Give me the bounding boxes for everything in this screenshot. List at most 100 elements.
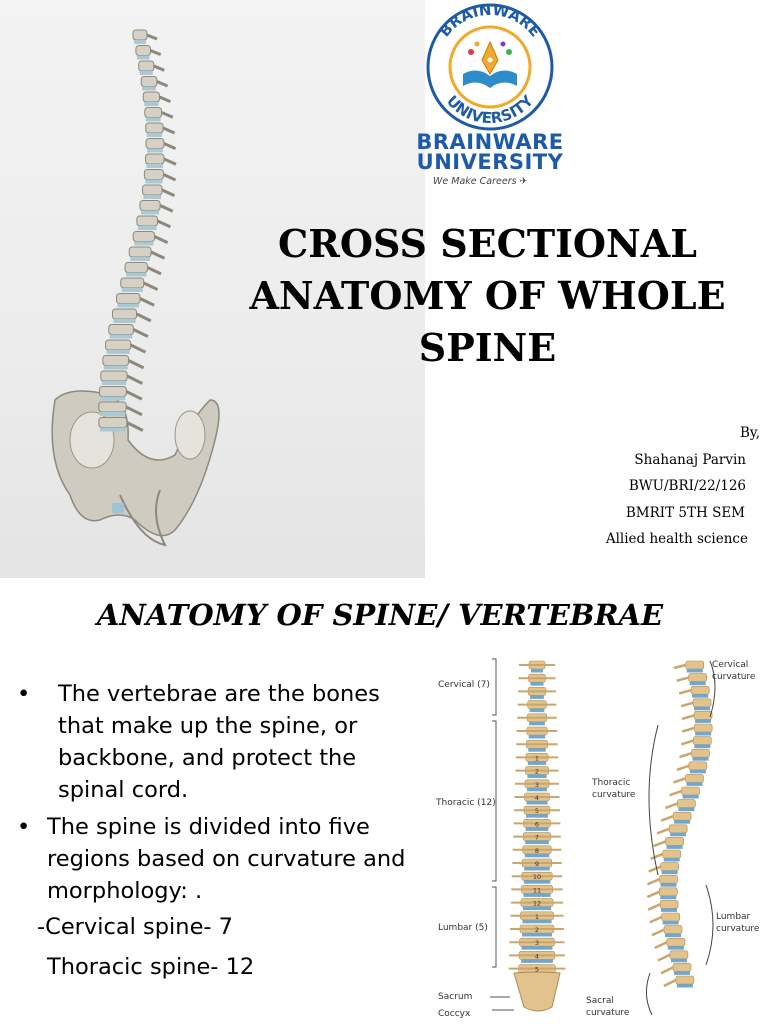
side-disc [665,933,682,938]
label-cervical-curvature-1: Cervical [712,660,748,670]
side-spinous-process [660,966,674,975]
intervertebral-disc [146,133,163,137]
vertebra-number: 5 [535,966,539,974]
side-vertebra [659,887,678,897]
pubic-disc [112,503,124,513]
side-disc [689,681,706,686]
side-vertebra [675,975,695,985]
spinous-process [139,297,155,307]
semester: BMRIT 5TH SEM [625,504,745,521]
vertebra-body [135,45,151,56]
vertebra-body [100,370,128,382]
label-coccyx: Coccyx [438,1009,471,1019]
side-disc [660,895,677,900]
label-thoracic-curvature-1: Thoracic [591,778,630,788]
university-logo: BRAINWARE UNIVERSITY BRAINWARE UNIVERSIT… [405,1,575,192]
label-lumbar: Lumbar (5) [438,923,488,933]
vertebra-body [132,29,148,41]
logo-tagline: We Make Careers ✈ [433,176,563,187]
side-spinous-process [681,714,695,721]
side-vertebra [688,761,708,771]
side-spinous-process [669,789,682,797]
vertebra-number: 6 [535,820,539,828]
bullet-dot-icon: • [17,814,31,840]
side-disc [670,958,687,963]
vertebra-number: 3 [535,939,539,947]
front-disc [522,919,552,924]
spinous-process [146,33,158,41]
side-vertebra [692,698,712,708]
sacrum-shape [513,971,561,1012]
vertebra-body [98,386,127,397]
side-vertebra [662,849,681,859]
side-disc [674,820,691,824]
front-disc [526,787,548,792]
front-disc [524,867,550,871]
side-spinous-process [673,663,687,670]
vertebra-number: 9 [535,860,539,868]
side-spinous-process [679,752,692,759]
side-disc [682,795,699,799]
title-slide: BRAINWARE UNIVERSITY BRAINWARE UNIVERSIT… [0,0,760,578]
intervertebral-disc [145,117,161,122]
side-vertebra [691,748,710,758]
vertebra-number: 1 [535,913,539,921]
sub-item-cervical: -Cervical spine- 7 [37,914,233,940]
intervertebral-disc [99,412,126,416]
front-disc [521,959,553,963]
side-disc [686,669,703,673]
intervertebral-disc [100,396,126,401]
side-spinous-process [664,802,678,810]
label-cervical: Cervical (7) [438,680,490,690]
spinous-process [143,281,159,291]
vertebra-body [142,91,160,103]
front-disc [530,682,544,686]
side-spinous-process [647,878,660,886]
bullet-list: • The vertebrae are the bones that make … [0,678,420,983]
side-vertebra [688,673,708,682]
side-disc [694,706,711,711]
side-spinous-process [676,764,690,771]
intervertebral-disc [147,148,163,153]
book-icon [463,70,517,88]
label-lumbar-curvature-2: curvature [716,924,760,934]
label-lumbar-curvature-1: Lumbar [716,912,751,922]
spinous-process [125,405,143,417]
side-spinous-process [648,865,662,873]
intervertebral-disc [144,102,159,106]
spinous-process [135,312,152,323]
spinous-process [126,374,144,385]
spinous-process [126,421,144,432]
author-byline: By, Shahanaj Parvin BWU/BRI/22/126 BMRIT… [500,420,760,553]
front-disc [528,735,546,739]
side-disc [692,694,709,698]
side-spinous-process [663,978,677,988]
intervertebral-disc [140,210,160,215]
spinous-process [161,111,174,119]
side-spinous-process [673,777,686,784]
front-disc [523,880,551,884]
vertebra-body [124,262,148,273]
vertebra-body [141,184,163,196]
label-thoracic: Thoracic (12) [435,798,496,808]
vertebra-body [140,76,158,87]
label-thoracic-curvature-2: curvature [592,790,636,800]
vertebra-body [116,293,141,304]
vertebra-number: 1 [535,754,539,762]
pelvis-pubis [119,489,167,547]
side-vertebra [659,874,678,884]
label-sacrum: Sacrum [438,992,472,1002]
anatomy-slide: ANATOMY OF SPINE/ VERTEBRAE • The verteb… [0,580,768,1024]
side-disc [678,807,695,812]
side-vertebra [693,711,713,720]
front-disc [522,933,552,937]
intervertebral-disc [137,226,157,230]
side-vertebra [685,774,704,783]
intervertebral-disc [117,303,140,308]
slide-title: ANATOMY OF SPINE/ VERTEBRAE [96,598,664,632]
intervertebral-disc [121,288,143,292]
side-spinous-process [680,701,694,708]
